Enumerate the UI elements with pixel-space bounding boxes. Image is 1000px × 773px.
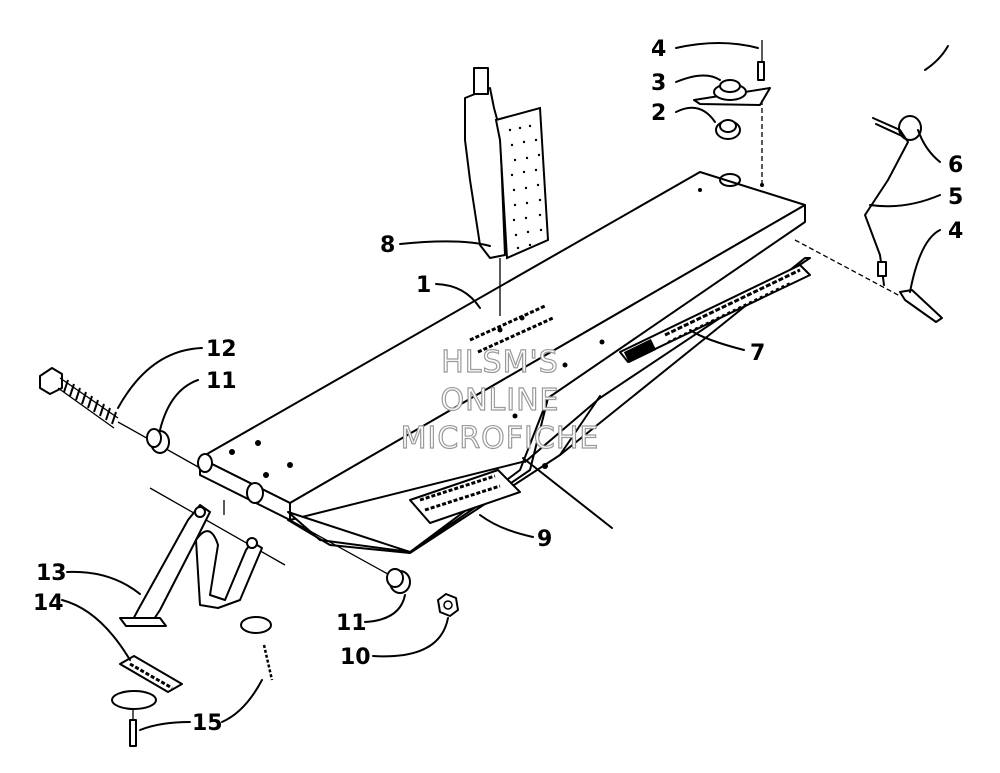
watermark-line-2: ONLINE (440, 383, 559, 418)
pad-part-14 (119, 655, 183, 693)
bushing-part-11-right (289, 519, 411, 594)
callout-6: 6 (948, 153, 963, 178)
bolt-part-12 (39, 367, 201, 469)
tether-cord (794, 115, 943, 323)
callout-7: 7 (750, 341, 765, 366)
callout-4-right: 4 (948, 219, 963, 244)
bracket-part-13 (119, 487, 286, 627)
callout-13: 13 (36, 561, 67, 586)
callout-10: 10 (340, 645, 371, 670)
callout-11-right: 11 (336, 611, 367, 636)
chassis-panel (197, 171, 811, 554)
decal-part-7 (619, 264, 811, 363)
leader-lines (61, 42, 949, 731)
bushing-part-11-left (146, 428, 170, 454)
fastener-part-15 (111, 616, 274, 747)
callout-4-top: 4 (651, 37, 666, 62)
callout-2: 2 (651, 101, 666, 126)
callout-9: 9 (537, 527, 552, 552)
watermark-line-1: HLSM'S (441, 345, 559, 380)
callout-labels: 4 3 2 6 5 4 7 8 1 12 11 9 11 10 13 14 15 (33, 37, 963, 736)
decal-part-9 (409, 469, 521, 524)
mount-assembly (693, 40, 771, 185)
flap-part-8 (464, 67, 550, 260)
callout-3: 3 (651, 71, 666, 96)
callout-5: 5 (948, 185, 963, 210)
callout-15: 15 (192, 711, 223, 736)
callout-1: 1 (416, 273, 431, 298)
callout-11-left: 11 (206, 369, 237, 394)
watermark: HLSM'S ONLINE MICROFICHE (400, 344, 600, 456)
watermark-line-3: MICROFICHE (401, 421, 600, 456)
callout-12: 12 (206, 337, 237, 362)
top-decal-marks (469, 304, 554, 354)
nut-part-10 (437, 593, 459, 617)
callout-8: 8 (380, 233, 395, 258)
callout-14: 14 (33, 591, 64, 616)
